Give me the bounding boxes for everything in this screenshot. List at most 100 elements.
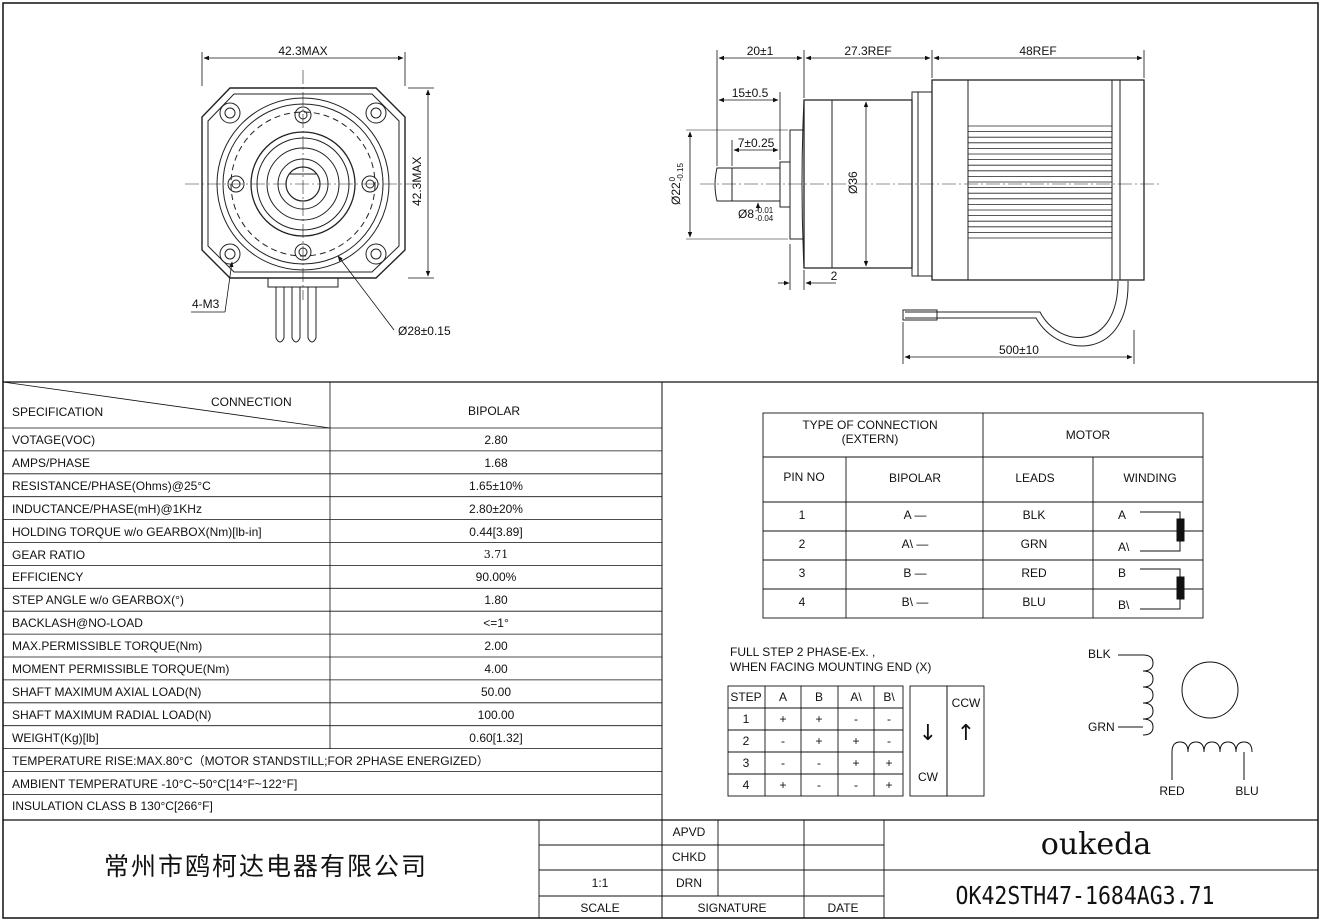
spec-label: RESISTANCE/PHASE(Ohms)@25°C [12,478,211,493]
front-height-dimension: 42.3MAX [410,156,424,206]
connection-type-header: TYPE OF CONNECTION (EXTERN) [802,418,938,446]
connection-bipolar-header: BIPOLAR [888,471,942,485]
step-cell: + [852,756,860,770]
spec-label: VOTAGE(VOC) [12,433,96,447]
step-header: B\ [883,690,895,704]
step-cell: - [887,712,891,726]
shaft-dia-value: Ø8 [738,207,755,221]
connection-lead: BLU [1022,595,1046,609]
winding-symbols [1140,511,1185,610]
step-cell: - [854,778,858,792]
arrow-down-icon: ↓ [918,721,938,746]
signature-label: SIGNATURE [697,901,767,915]
model-number: OK42STH47-1684AG3.71 [955,881,1215,910]
pilot-tol-lower: -0.15 [676,163,685,182]
front-view-dimensions [191,52,434,331]
spec-value: 3.71 [483,547,509,561]
spec-label: GEAR RATIO [12,547,86,562]
connection-pin: 3 [798,566,806,580]
step-cell: - [781,734,785,748]
spec-value: 0.60[1.32] [469,730,523,745]
step-cell: + [815,712,823,726]
ccw-label: CCW [951,696,981,710]
step-title-line2: WHEN FACING MOUNTING END (X) [730,660,932,674]
shaft-tol-lower: -0.04 [755,214,774,223]
shaft-length-dimension: 20±1 [746,44,774,58]
connection-bipolar: B — [903,566,927,580]
cw-label: CW [918,770,938,784]
connection-bipolar: A — [903,508,927,522]
shaft-diameter-side: Ø8-0.01-0.04 [738,207,773,223]
spec-label: AMPS/PHASE [12,455,91,470]
connection-pin-header: PIN NO [783,470,825,484]
spec-label: EFFICIENCY [12,570,84,585]
flange-thickness-dimension: 2 [830,269,838,283]
connection-motor-header: MOTOR [1065,428,1111,442]
connection-table-grid [762,412,1204,619]
step-cell: - [887,734,891,748]
spec-value: 4.00 [484,662,508,676]
connection-pin: 4 [798,595,806,609]
scale-label: SCALE [580,901,620,915]
connection-bipolar: A\ — [901,537,929,551]
spec-table-grid [2,381,662,795]
spec-value: 1.68 [484,455,508,470]
spec-value: 90.00% [475,570,517,585]
spec-header-connection: CONNECTION [211,395,292,409]
drn-label: DRN [676,876,702,890]
step-cell: + [852,734,860,748]
pilot-diameter-dimension: Ø28±0.15 [398,324,451,338]
step-cell: - [781,756,785,770]
connection-winding: A [1118,508,1127,522]
chkd-label: CHKD [671,850,707,864]
step-cell: + [779,778,787,792]
step-cell: 3 [742,756,750,770]
arrow-up-icon: ↑ [956,721,976,746]
spec-note: TEMPERATURE RISE:MAX.80°C（MOTOR STANDSTI… [12,753,489,768]
spec-value: 0.44[3.89] [469,524,523,539]
step-cell: + [815,734,823,748]
lead-length-dimension: 500±10 [999,343,1039,357]
apvd-label: APVD [672,825,706,839]
wire-label-blu: BLU [1235,784,1259,798]
step-cell: + [885,778,893,792]
front-view [185,70,420,343]
spec-value: 2.80 [484,433,508,447]
spec-note: INSULATION CLASS B 130°C[266°F] [12,799,213,814]
gearbox-length-dimension: 27.3REF [844,44,892,58]
spec-value: <=1° [483,616,509,631]
thread-callout: 4-M3 [192,297,220,311]
lead-cable [902,280,1129,347]
spec-value: 1.80 [484,593,508,608]
spec-label: SHAFT MAXIMUM AXIAL LOAD(N) [12,684,202,699]
spec-header-diagonal [2,381,331,429]
flat-length-dimension: 7±0.25 [737,136,775,150]
connection-pin: 2 [798,537,806,551]
spec-label: BACKLASH@NO-LOAD [12,616,143,631]
spec-label: MAX.PERMISSIBLE TORQUE(Nm) [12,639,203,654]
connection-winding-header: WINDING [1123,471,1177,485]
wiring-diagram [1118,654,1253,780]
front-width-dimension: 42.3MAX [278,44,328,58]
connection-bipolar: B\ — [901,595,929,609]
motor-length-dimension: 48REF [1019,44,1057,58]
wire-label-grn: GRN [1088,720,1115,734]
connection-pin: 1 [798,508,806,522]
title-block-grid [538,820,1318,918]
key-length-dimension: 15±0.5 [731,86,769,100]
spec-label: HOLDING TORQUE w/o GEARBOX(Nm)[lb-in] [12,524,262,539]
wire-label-red: RED [1159,784,1185,798]
step-cell: + [779,712,787,726]
motor-fins [968,125,1112,239]
step-cell: - [854,712,858,726]
step-cell: - [817,756,821,770]
step-header: A\ [850,690,862,704]
step-header: B [814,690,824,704]
connection-winding: B\ [1118,598,1130,612]
date-label: DATE [827,901,859,915]
step-cell: - [817,778,821,792]
